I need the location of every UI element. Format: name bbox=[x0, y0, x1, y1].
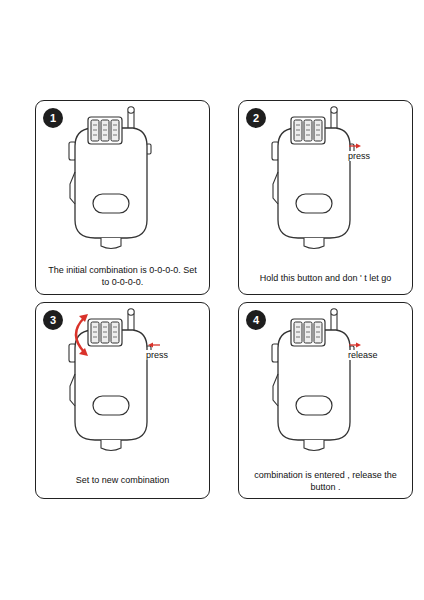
step-panel: 4 combination is entered , release the bu… bbox=[238, 302, 413, 499]
step-panel: 1The initial combination is 0-0-0-0. Set… bbox=[35, 100, 210, 295]
step-number: 4 bbox=[253, 315, 259, 326]
step-number-circle: 2 bbox=[246, 108, 266, 128]
step-number: 2 bbox=[253, 113, 259, 124]
step-number-circle: 4 bbox=[246, 310, 266, 330]
step-caption: Hold this button and don ' t let go bbox=[247, 272, 404, 284]
step-number: 1 bbox=[50, 113, 56, 124]
button-action-label: press bbox=[347, 151, 371, 161]
step-number-circle: 3 bbox=[43, 310, 63, 330]
step-number-circle: 1 bbox=[43, 108, 63, 128]
step-panel: 3Set to new combination bbox=[35, 302, 210, 499]
button-action-label: press bbox=[145, 350, 169, 360]
step-caption: The initial combination is 0-0-0-0. Set … bbox=[44, 264, 201, 288]
button-action-label: release bbox=[347, 350, 379, 360]
step-panel: 2Hold this button and don ' t let go bbox=[238, 100, 413, 295]
step-caption: Set to new combination bbox=[44, 474, 201, 486]
step-number: 3 bbox=[50, 315, 56, 326]
red-arrows bbox=[76, 144, 361, 357]
step-caption: combination is entered , release the but… bbox=[247, 469, 404, 493]
